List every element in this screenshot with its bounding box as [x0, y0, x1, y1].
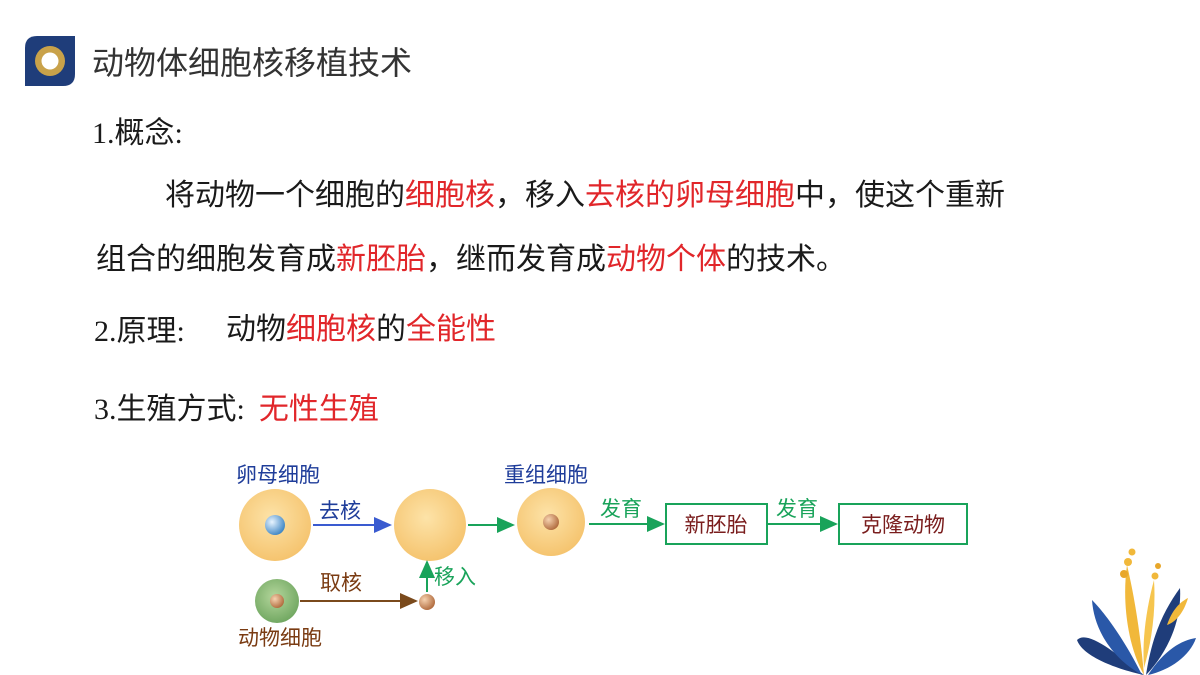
reproduction-value: 无性生殖	[258, 392, 379, 427]
concept-text: 的技术。	[726, 242, 846, 277]
concept-highlight: 新胚胎	[336, 242, 426, 277]
somatic-cell-label: 动物细胞	[238, 626, 322, 650]
concept-heading: 1.概念:	[92, 114, 183, 154]
principle-highlight: 全能性	[406, 312, 496, 347]
concept-text: 中，使这个重新	[795, 178, 1005, 213]
decorative-plant-icon	[1077, 548, 1196, 675]
concept-body-line-2: 组合的细胞发育成新胚胎，继而发育成动物个体的技术。	[96, 240, 846, 280]
concept-highlight: 细胞核	[405, 178, 495, 213]
isolated-nucleus	[419, 594, 435, 610]
new-embryo-label: 新胚胎	[685, 513, 748, 537]
oocyte-label: 卵母细胞	[236, 463, 320, 487]
concept-text: 将动物一个细胞的	[165, 178, 405, 213]
principle-line: 2.原理:	[94, 312, 185, 352]
concept-text: ，继而发育成	[426, 242, 606, 277]
principle-body: 动物细胞核的全能性	[226, 310, 496, 350]
principle-heading: 2.原理:	[94, 315, 185, 348]
cloned-animal-label: 克隆动物	[861, 513, 945, 537]
enucleated-oocyte	[394, 489, 466, 561]
principle-highlight: 细胞核	[286, 312, 376, 347]
page-title: 动物体细胞核移植技术	[92, 44, 413, 82]
concept-text: 组合的细胞发育成	[96, 242, 336, 277]
principle-text: 的	[376, 312, 406, 347]
new-embryo-box	[665, 503, 768, 545]
develop-label-2: 发育	[776, 497, 818, 521]
title-bullet-icon	[25, 36, 75, 86]
cloned-animal-box	[838, 503, 968, 545]
oocyte-nucleus	[265, 515, 285, 535]
reproduction-heading: 3.生殖方式:	[94, 393, 245, 426]
concept-heading-text: 1.概念:	[92, 117, 183, 150]
somatic-nucleus	[270, 594, 284, 608]
enucleate-label: 去核	[319, 499, 361, 523]
reconstructed-cell-label: 重组细胞	[504, 463, 588, 487]
take-nucleus-label: 取核	[320, 571, 362, 595]
reproduction-line: 3.生殖方式: 无性生殖	[94, 390, 379, 430]
principle-text: 动物	[226, 312, 286, 347]
nuclear-transfer-diagram: 卵母细胞 去核 重组细胞 发育 新胚胎 发育 克隆动物 动物细胞 取核 移入	[236, 463, 968, 650]
concept-body-line-1: 将动物一个细胞的细胞核，移入去核的卵母细胞中，使这个重新	[165, 176, 1005, 216]
concept-text: ，移入	[495, 178, 585, 213]
reconstructed-nucleus	[543, 514, 559, 530]
concept-highlight: 动物个体	[606, 242, 726, 277]
develop-label-1: 发育	[600, 497, 642, 521]
concept-highlight: 去核的卵母细胞	[585, 178, 795, 213]
transfer-label: 移入	[434, 565, 476, 589]
